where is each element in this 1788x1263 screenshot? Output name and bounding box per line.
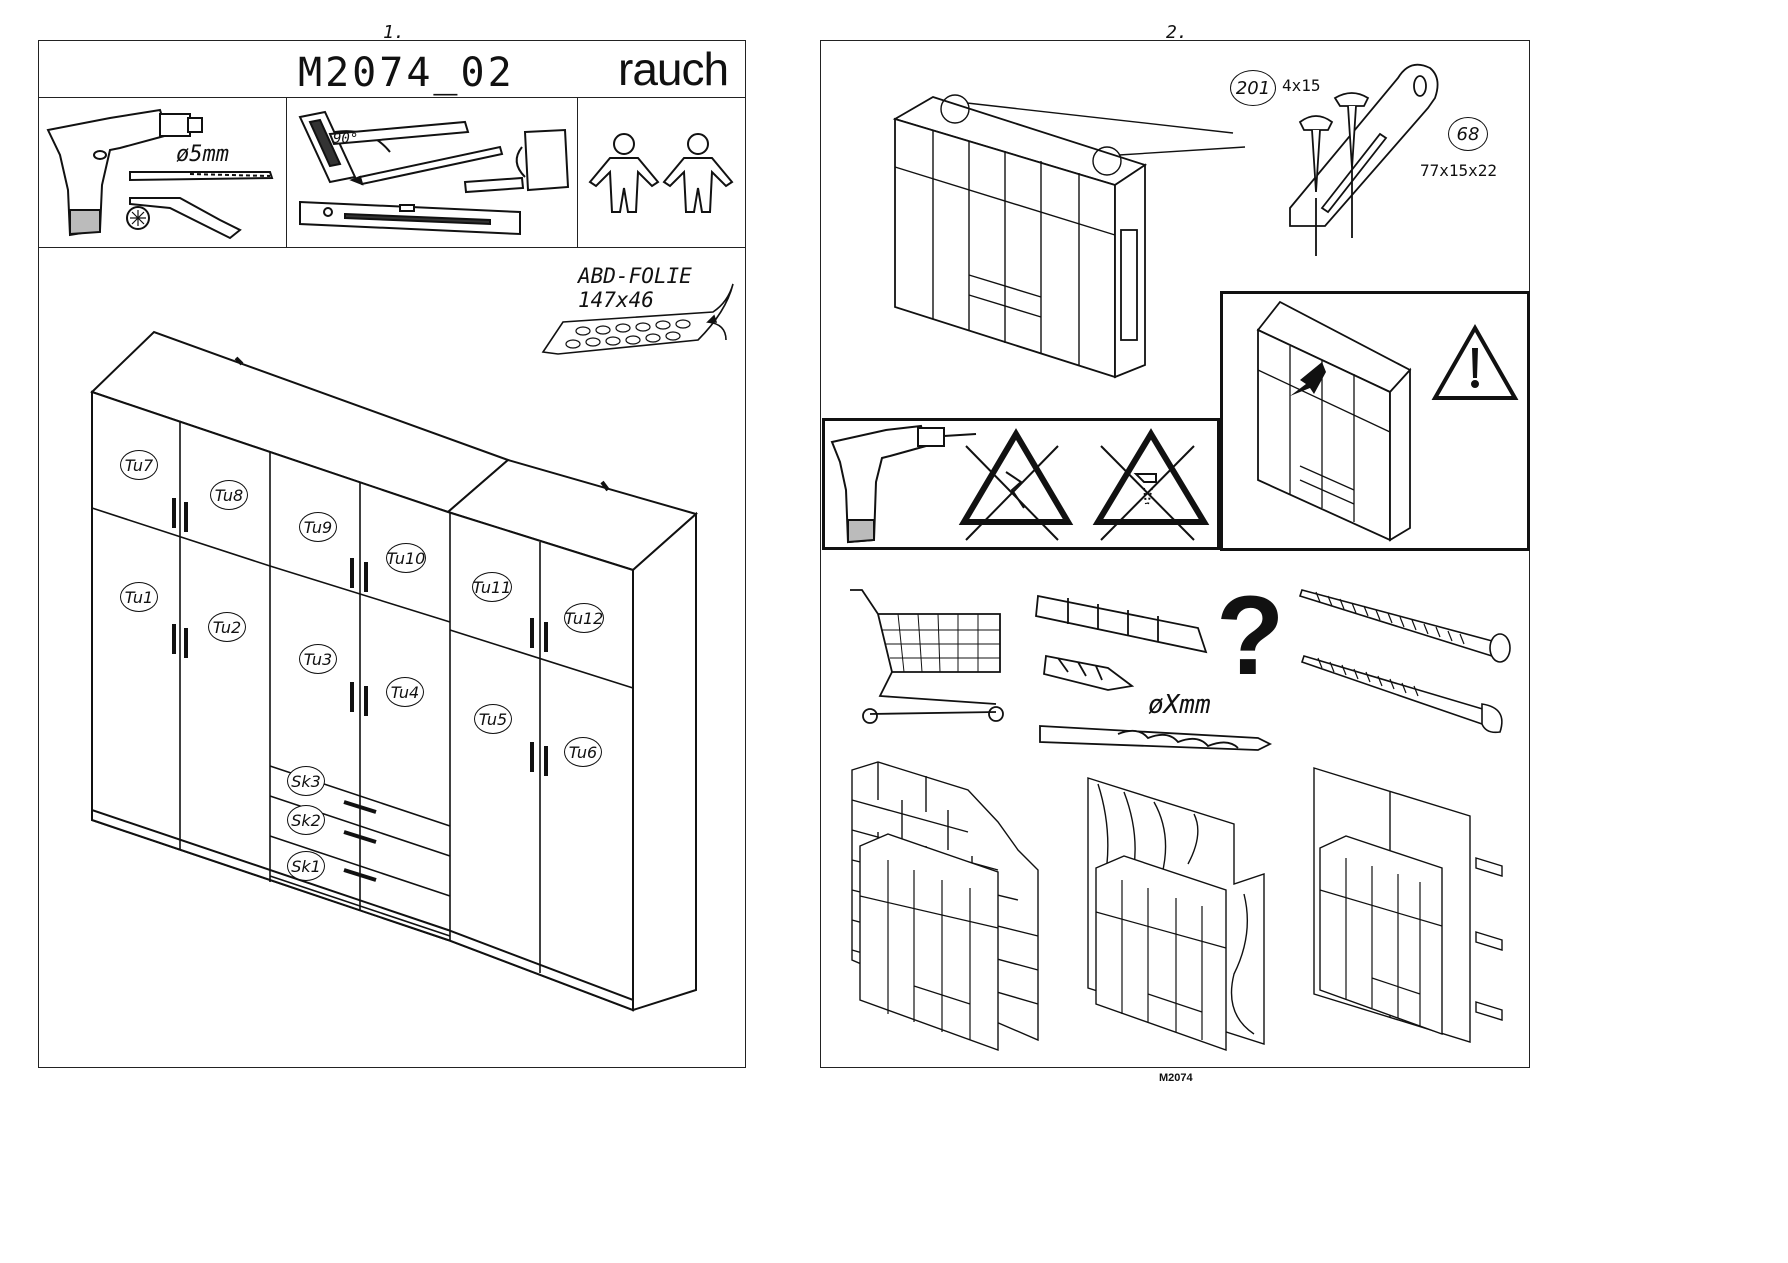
part-label: Sk2 <box>287 805 325 835</box>
part-label: Tu4 <box>386 677 424 707</box>
drill-size-unknown: øXmm <box>1148 690 1211 720</box>
brick-wall-icon <box>851 761 1039 1051</box>
part-label: Tu5 <box>474 704 512 734</box>
part-label: Sk1 <box>287 851 325 881</box>
angle-bracket-icon <box>1289 63 1439 256</box>
part-label: Tu3 <box>299 644 337 674</box>
shopping-cart-icon <box>850 589 1004 724</box>
drill-warning-box <box>822 418 1220 550</box>
page-number-2: 2. <box>1166 22 1188 43</box>
page-number-1: 1. <box>383 22 405 43</box>
drywall-icon <box>1313 767 1503 1043</box>
part-label: Tu12 <box>564 603 604 633</box>
page-right-frame <box>820 40 1530 1068</box>
wall-plug-icon <box>1035 594 1273 751</box>
part-label: Tu7 <box>120 450 158 480</box>
part-label: Tu2 <box>208 612 246 642</box>
drill-hazard-icon <box>830 424 1210 544</box>
part-label: Tu10 <box>386 543 426 573</box>
brand-logo: rauch <box>618 43 729 95</box>
part-label: Tu8 <box>210 480 248 510</box>
wood-wall-icon <box>1087 777 1265 1051</box>
drill-icon <box>46 108 274 240</box>
part-label: Tu11 <box>472 572 512 602</box>
wardrobe-level-diagram <box>892 94 1246 379</box>
tip-over-icon <box>1256 300 1519 542</box>
part-68-size: 77x15x22 <box>1420 161 1498 180</box>
footer-model: M2074 <box>1159 1072 1193 1084</box>
part-201-badge: 201 <box>1230 70 1276 106</box>
foil-label: ABD-FOLIE <box>578 264 692 288</box>
foil-strip-icon <box>541 283 734 355</box>
foil-size: 147x46 <box>578 288 654 312</box>
part-label: Sk3 <box>287 766 325 796</box>
angle-label: 90° <box>333 131 359 147</box>
model-number: M2074_02 <box>298 50 515 96</box>
drill-size-label: ø5mm <box>176 142 229 167</box>
measure-tools-icon <box>298 110 570 236</box>
two-persons-icon <box>588 133 734 213</box>
persons-cell <box>577 97 746 248</box>
question-mark: ? <box>1216 573 1285 698</box>
part-68-badge: 68 <box>1448 117 1488 151</box>
part-label: Tu9 <box>299 512 337 542</box>
tip-warning-box <box>1220 291 1530 551</box>
part-201-size: 4x15 <box>1282 76 1321 95</box>
part-label: Tu1 <box>120 582 158 612</box>
wardrobe-diagram <box>90 330 699 1012</box>
long-screws-icon <box>1298 589 1511 734</box>
part-label: Tu6 <box>564 737 602 767</box>
